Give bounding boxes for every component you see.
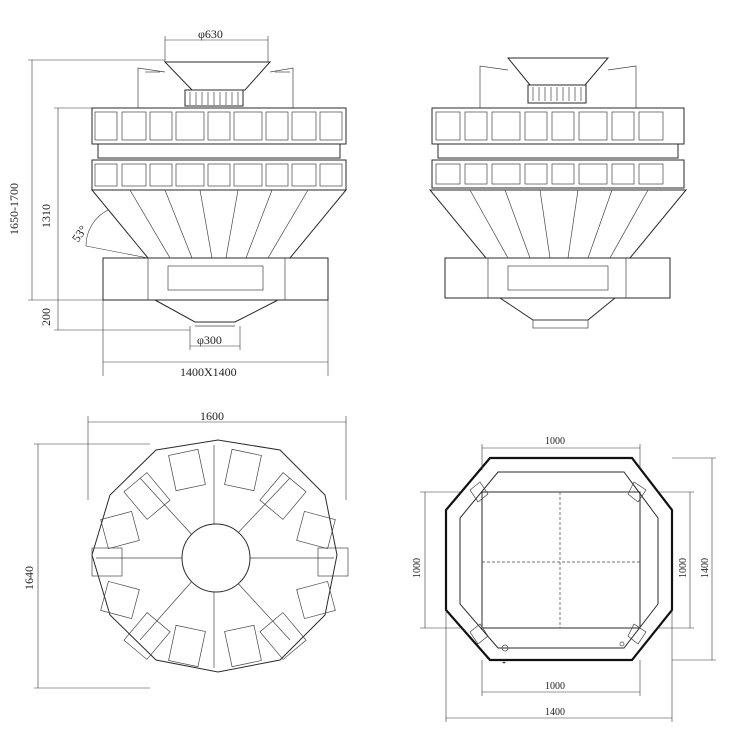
top-view: 1600 1640 — [22, 409, 349, 689]
base-frame — [102, 257, 329, 301]
side-discharge-chute — [498, 297, 617, 321]
side-base-frame — [444, 257, 671, 299]
dim-base-size: 1400X1400 — [180, 365, 237, 379]
dim-outlet-diameter: φ300 — [197, 333, 222, 347]
dim-platform-left-inner: 1000 — [412, 558, 423, 578]
dim-angle: 53° — [69, 223, 90, 245]
platform-deck — [481, 491, 641, 629]
platform-view: ⏚ 1000 1000 1400 1000 1000 1400 — [412, 436, 716, 722]
top-feed-hopper — [163, 61, 272, 91]
platform-outer-outline — [444, 456, 674, 662]
dim-platform-bottom-outer: 1400 — [545, 707, 565, 718]
side-lower-bucket-row — [431, 159, 685, 189]
dim-top-diameter: φ630 — [198, 27, 223, 41]
dim-platform-bottom-inner: 1000 — [545, 681, 565, 692]
dim-platform-right-inner: 1000 — [678, 558, 689, 578]
ground-symbol: ⏚ — [501, 659, 507, 666]
discharge-chute — [154, 299, 279, 323]
dim-platform-top-inner: 1000 — [545, 436, 565, 447]
dim-base-height: 200 — [39, 308, 53, 326]
upper-bucket-row — [91, 107, 347, 145]
collecting-cone — [90, 189, 348, 259]
side-view — [428, 57, 688, 329]
lower-bucket-row — [91, 159, 347, 191]
side-collecting-cone — [428, 189, 688, 259]
platform-inner-outline — [459, 471, 659, 649]
front-view: φ630 φ300 1650-1700 1310 200 53° 1400X14… — [7, 27, 348, 379]
side-feed-hopper — [506, 57, 610, 86]
dim-overall-height: 1650-1700 — [7, 183, 21, 235]
dim-body-height: 1310 — [39, 204, 53, 228]
dim-top-height: 1640 — [22, 566, 36, 590]
dim-platform-right-outer: 1400 — [700, 558, 711, 578]
dim-top-width: 1600 — [200, 409, 224, 423]
center-ring — [181, 523, 251, 593]
side-upper-bucket-row — [431, 107, 685, 145]
